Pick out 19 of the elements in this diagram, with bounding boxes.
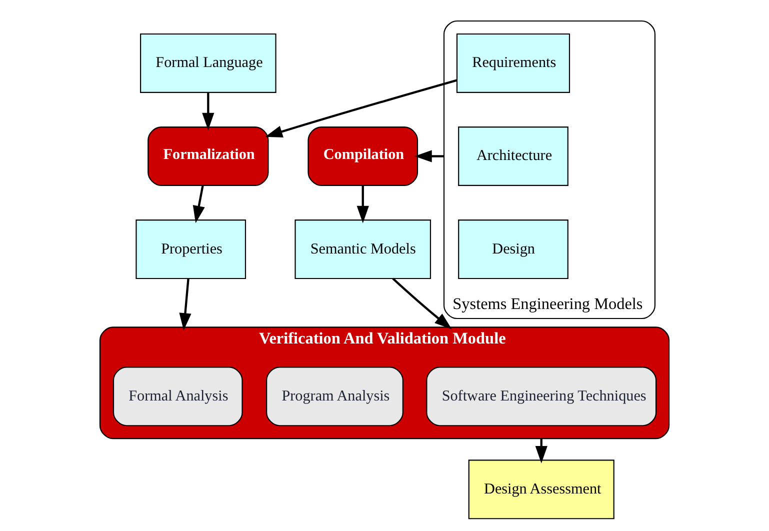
node-box: Formalization: [148, 126, 269, 186]
node-box: Program Analysis: [266, 366, 404, 426]
node-box: Architecture: [458, 126, 568, 186]
arrow: [356, 186, 369, 224]
arrow: [179, 278, 192, 330]
node-box: Requirements: [456, 33, 570, 93]
node-box: Formal Language: [140, 33, 276, 93]
node-box: Formal Analysis: [112, 366, 243, 426]
arrow: [192, 185, 205, 224]
node-box: Design: [458, 220, 568, 280]
node-box: Compilation: [308, 126, 418, 186]
node-box: Semantic Models: [294, 220, 432, 280]
node-box: Design Assessment: [468, 460, 614, 520]
arrow: [265, 79, 457, 138]
node-box: Properties: [136, 220, 246, 280]
node-box: Software Engineering Techniques: [426, 366, 657, 426]
arrow: [202, 92, 214, 130]
arrow: [392, 278, 452, 330]
arrow: [414, 150, 444, 162]
